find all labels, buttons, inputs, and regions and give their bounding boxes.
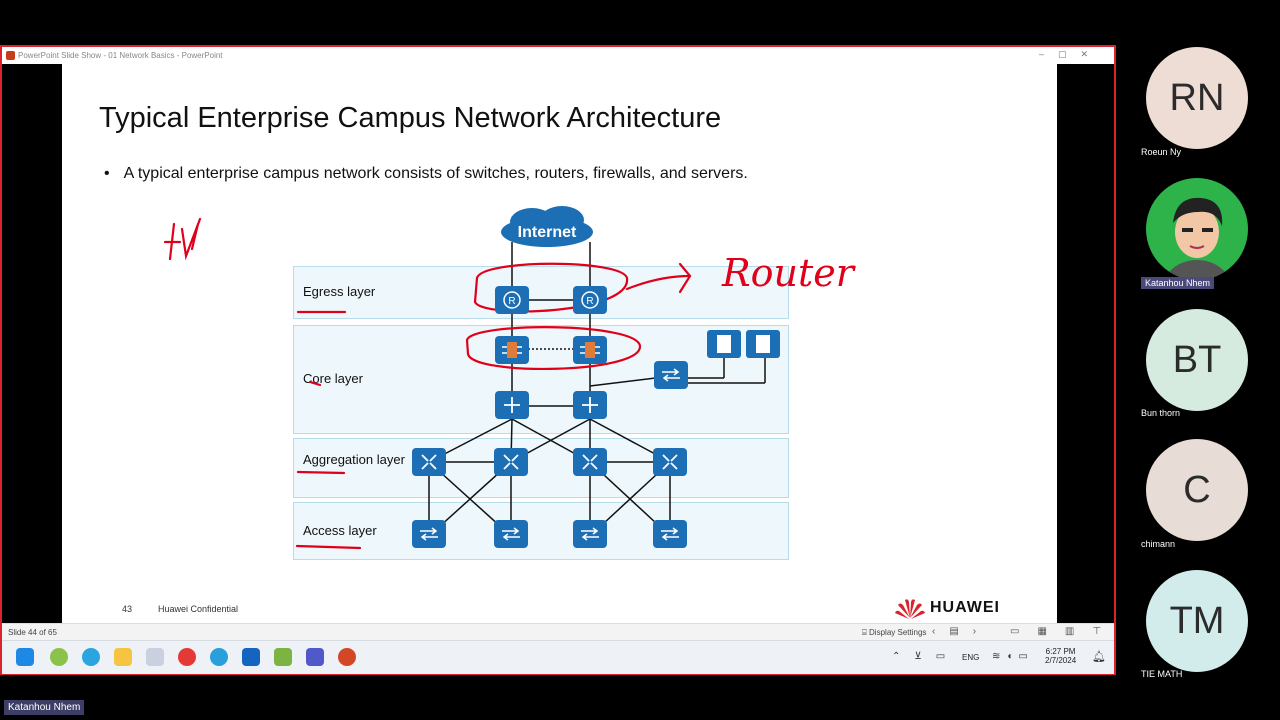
slide-counter: Slide 44 of 65 (8, 628, 57, 637)
notification-bell-icon[interactable]: 🔔︎ (1092, 651, 1106, 663)
participant-name-bt: Bun thorn (1141, 408, 1181, 418)
slideshow-nav-controls[interactable]: ‹▤› (932, 626, 991, 637)
edge-icon[interactable] (82, 648, 100, 666)
switch-icon (662, 368, 680, 382)
window-controls[interactable]: –▢✕ (1038, 49, 1102, 59)
status-bar: Slide 44 of 65 ⌸ Display Settings ‹▤› ▭▦… (2, 623, 1114, 641)
egress-layer-label: Egress layer (303, 284, 376, 299)
aggregation-layer-label: Aggregation layer (303, 452, 405, 467)
aggregation-switch-4 (653, 448, 687, 476)
router-icon: R (503, 291, 521, 309)
firewall-2 (573, 336, 607, 364)
language-indicator[interactable]: ENG (962, 653, 980, 662)
server-switch (654, 361, 688, 389)
bullet-text: • A typical enterprise campus network con… (104, 165, 748, 183)
telegram-icon[interactable] (210, 648, 228, 666)
firewall-1 (495, 336, 529, 364)
switch-icon (581, 527, 599, 541)
windows-start-icon[interactable] (16, 648, 34, 666)
core-layer-label: Core layer (303, 371, 363, 386)
slide-area: Typical Enterprise Campus Network Archit… (2, 64, 1114, 623)
huawei-logo-icon (895, 599, 925, 619)
aggregation-layer-box: Aggregation layer (293, 438, 789, 498)
firewall-icon (580, 342, 600, 358)
router-annotation: Router (721, 251, 857, 295)
core-layer-box: Core layer (293, 325, 789, 434)
switch-icon (420, 527, 438, 541)
network-diagram-lines: Router (163, 206, 857, 550)
view-buttons[interactable]: ▭▦▥⊤ (1010, 626, 1120, 637)
snipping-tool-icon[interactable] (146, 648, 164, 666)
aggregation-switch-icon (662, 454, 678, 470)
window-title: PowerPoint Slide Show - 01 Network Basic… (18, 51, 223, 60)
powerpoint-taskbar-icon[interactable] (338, 648, 356, 666)
server-icon (756, 335, 770, 353)
switch-icon (502, 527, 520, 541)
access-layer-box: Access layer (293, 502, 789, 560)
slide: Typical Enterprise Campus Network Archit… (62, 64, 1057, 623)
core-switch-2 (573, 391, 607, 419)
presenter-name-label: Katanhou Nhem (4, 700, 85, 715)
aggregation-switch-icon (503, 454, 519, 470)
participant-avatar-bt[interactable]: BT (1146, 309, 1248, 411)
ics-app-icon[interactable] (242, 648, 260, 666)
participant-name-c: chimann (1141, 539, 1176, 549)
shared-screen: PowerPoint Slide Show - 01 Network Basic… (0, 45, 1116, 675)
access-switch-3 (573, 520, 607, 548)
switch-icon (661, 527, 679, 541)
footer-confidential: Huawei Confidential (158, 604, 239, 614)
firewall-icon (502, 342, 522, 358)
router-icon: R (581, 291, 599, 309)
powerpoint-icon (6, 51, 15, 60)
aggregation-switch-1 (412, 448, 446, 476)
file-explorer-icon[interactable] (114, 648, 132, 666)
participant-avatar-rn[interactable]: RN (1146, 47, 1248, 149)
participant-avatar-c[interactable]: C (1146, 439, 1248, 541)
clock-date: 2/7/2024 (1045, 656, 1077, 665)
router-2: R (573, 286, 607, 314)
aggregation-switch-2 (494, 448, 528, 476)
access-switch-1 (412, 520, 446, 548)
core-switch-icon (582, 397, 598, 413)
access-switch-2 (494, 520, 528, 548)
tray-icons[interactable]: ⌃⊻▭ (892, 651, 960, 662)
slide-page-number: 43 (122, 604, 133, 614)
huawei-logo-text: HUAWEI (930, 599, 1000, 616)
svg-text:R: R (586, 296, 593, 307)
display-settings-button[interactable]: ⌸ Display Settings (862, 628, 927, 637)
widgets-icon[interactable] (50, 648, 68, 666)
aggregation-switch-3 (573, 448, 607, 476)
participant-name-katanhou: Katanhou Nhem (1141, 277, 1215, 289)
access-layer-label: Access layer (303, 523, 377, 538)
chrome-icon[interactable] (178, 648, 196, 666)
participant-name-tm: TIE MATH (1141, 669, 1183, 679)
display-settings-label: Display Settings (869, 628, 927, 637)
participant-name-rn: Roeun Ny (1141, 147, 1182, 157)
slide-title: Typical Enterprise Campus Network Archit… (99, 102, 722, 134)
cartoon-avatar-icon (1164, 197, 1230, 280)
svg-text:R: R (508, 296, 515, 307)
notes-app-icon[interactable] (274, 648, 292, 666)
server-1 (707, 330, 741, 358)
server-icon (717, 335, 731, 353)
bullet-dot: • (104, 165, 110, 182)
core-switch-icon (504, 397, 520, 413)
aggregation-switch-icon (582, 454, 598, 470)
access-switch-4 (653, 520, 687, 548)
router-1: R (495, 286, 529, 314)
teams-icon[interactable] (306, 648, 324, 666)
server-2 (746, 330, 780, 358)
internet-cloud (501, 206, 593, 247)
core-switch-1 (495, 391, 529, 419)
taskbar-clock[interactable]: 6:27 PM 2/7/2024 (1045, 647, 1076, 665)
internet-label: Internet (517, 224, 577, 241)
participant-avatar-katanhou[interactable] (1146, 178, 1248, 280)
bullet-content: A typical enterprise campus network cons… (123, 165, 748, 182)
aggregation-switch-icon (421, 454, 437, 470)
clock-time: 6:27 PM (1045, 647, 1076, 656)
window-titlebar: PowerPoint Slide Show - 01 Network Basic… (2, 47, 1114, 65)
wifi-volume-battery-icons[interactable]: ≋◖▭ (992, 651, 1034, 662)
windows-taskbar: ⌃⊻▭ ENG ≋◖▭ 6:27 PM 2/7/2024 🔔︎ (2, 640, 1114, 674)
participant-avatar-tm[interactable]: TM (1146, 570, 1248, 672)
